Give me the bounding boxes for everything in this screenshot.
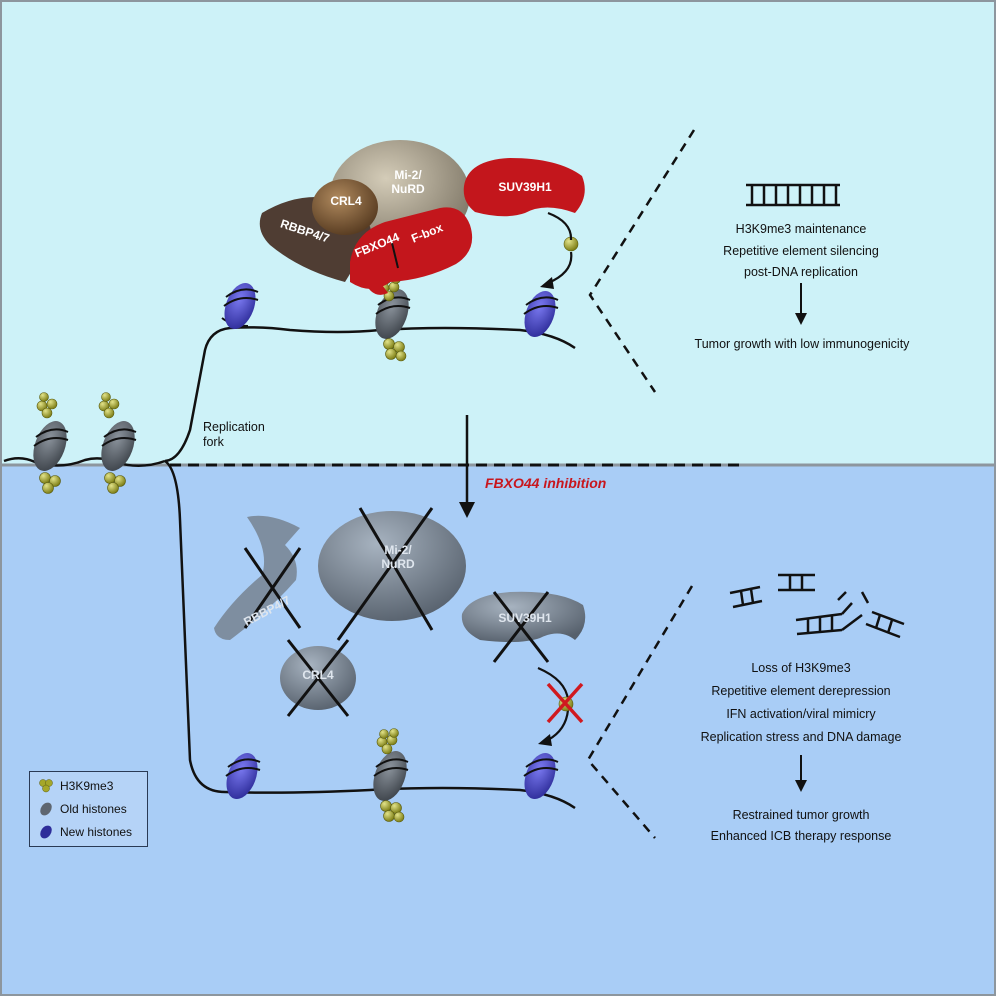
legend-old-label: Old histones — [60, 802, 127, 816]
top-dna-ladder-icon — [746, 183, 840, 207]
red-x-mark — [546, 682, 584, 724]
top-dashed-chevron — [588, 129, 696, 393]
bottom-dashed-chevron — [586, 585, 694, 839]
old-histone-icon — [40, 802, 52, 816]
fork-lower-strand — [164, 459, 226, 794]
fork-upper-strand — [164, 326, 231, 463]
fbxo44-inhibition-label: FBXO44 inhibition — [485, 475, 607, 491]
bottom-methyl-arrowhead — [538, 734, 552, 746]
fork-label-line2: fork — [203, 435, 224, 449]
bottom-down-arrow — [795, 755, 807, 792]
top-methyl-arrowhead — [540, 277, 554, 289]
bottom-result-1: Restrained tumor growth — [732, 808, 870, 822]
top-panel — [2, 2, 994, 464]
fbxo44-hook — [364, 280, 388, 295]
bottom-panel — [2, 466, 994, 994]
top-outcome-3: post-DNA replication — [744, 265, 858, 279]
fbxo44-divider — [391, 242, 399, 269]
bottom-new-histone-1 — [225, 752, 261, 800]
inhibition-arrow — [459, 415, 475, 518]
top-h3k9me3-lower — [383, 338, 407, 362]
bottom-outcome-1: Loss of H3K9me3 — [751, 661, 851, 675]
top-result: Tumor growth with low immunogenicity — [694, 337, 910, 351]
nurd-label-line1: Mi-2/ — [394, 168, 422, 182]
degraded-crl4-label: CRL4 — [302, 668, 334, 682]
x-mark-suv39h1 — [492, 591, 550, 663]
degraded-suv39h1-shape — [461, 591, 586, 643]
top-outcome-2: Repetitive element silencing — [723, 244, 879, 258]
crl4-shape — [312, 179, 378, 235]
top-down-arrow — [795, 283, 807, 325]
fbxo44-shape — [350, 207, 473, 289]
bottom-result-2: Enhanced ICB therapy response — [710, 829, 892, 843]
bottom-outcome-4: Replication stress and DNA damage — [700, 730, 902, 744]
nurd-label-line2: NuRD — [391, 182, 425, 196]
bottom-outcome-3: IFN activation/viral mimicry — [726, 707, 876, 721]
fork-label-line1: Replication — [203, 420, 265, 434]
legend-row-new: New histones — [38, 823, 132, 841]
legend-h3k9me3-label: H3K9me3 — [60, 779, 114, 793]
nurd-label: Mi-2/ NuRD — [372, 168, 444, 196]
degraded-nurd-label-line1: Mi-2/ — [384, 543, 412, 557]
legend-new-label: New histones — [60, 825, 133, 839]
broken-dna-icon — [729, 573, 905, 639]
new-histone-icon — [40, 825, 52, 839]
replication-fork-label: Replication fork — [203, 420, 265, 450]
top-outcome-1: H3K9me3 maintenance — [735, 222, 867, 236]
degraded-rbbp-shape — [214, 515, 300, 640]
bottom-outcome-2: Repetitive element derepression — [711, 684, 891, 698]
x-mark-crl4 — [286, 639, 350, 717]
legend: H3K9me3 Old histones New histones — [29, 771, 148, 847]
top-new-histone-2 — [523, 290, 559, 338]
legend-row-old: Old histones — [38, 800, 127, 818]
degraded-nurd-label: Mi-2/ NuRD — [368, 543, 428, 571]
suv39h1-shape — [463, 158, 585, 217]
x-mark-rbbp — [243, 547, 302, 629]
parental-nucleosome-2 — [98, 392, 137, 494]
suv39h1-label: SUV39H1 — [498, 180, 552, 194]
h3k9me3-icon — [39, 779, 53, 793]
degraded-suv39h1-label: SUV39H1 — [498, 611, 552, 625]
top-new-histone-1 — [221, 282, 259, 330]
bottom-methyl-arrow — [537, 666, 570, 741]
parental-nucleosome-1 — [33, 392, 69, 494]
legend-row-h3k9me3: H3K9me3 — [38, 777, 113, 795]
crl4-label: CRL4 — [330, 194, 362, 208]
x-mark-nurd — [336, 507, 434, 641]
parental-dna — [3, 457, 166, 467]
bottom-old-histone — [373, 728, 409, 823]
bottom-new-histone-2 — [523, 752, 559, 800]
degraded-nurd-label-line2: NuRD — [381, 557, 415, 571]
